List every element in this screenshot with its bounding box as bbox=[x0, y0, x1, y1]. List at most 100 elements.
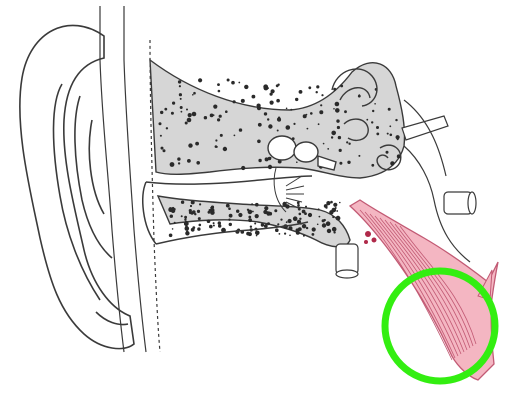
bone-pore bbox=[188, 143, 193, 148]
bone-pore bbox=[335, 108, 340, 113]
bone-pore bbox=[326, 201, 331, 206]
bone-pore bbox=[292, 216, 298, 221]
bone-pore bbox=[248, 218, 253, 223]
bone-pore bbox=[177, 80, 182, 84]
canal-upper-wall bbox=[145, 175, 313, 185]
bone-pore bbox=[178, 93, 182, 97]
bone-pore bbox=[217, 221, 221, 225]
bone-pore bbox=[160, 110, 164, 115]
bone-pore bbox=[285, 204, 290, 209]
bone-pore bbox=[184, 215, 188, 219]
bone-pore bbox=[298, 212, 302, 216]
bone-pore bbox=[275, 228, 279, 232]
bone-pore bbox=[358, 154, 361, 157]
bone-pore bbox=[277, 118, 281, 122]
bone-pore bbox=[169, 162, 175, 167]
bone-pore bbox=[173, 221, 176, 224]
bone-pore bbox=[264, 157, 269, 162]
bone-pore bbox=[210, 205, 215, 209]
stapes bbox=[317, 155, 337, 171]
bone-pore bbox=[357, 94, 361, 98]
bone-pore bbox=[331, 130, 337, 136]
bone-pore bbox=[336, 210, 339, 212]
bone-pore bbox=[208, 209, 212, 212]
bone-pore bbox=[316, 85, 320, 89]
bone-pore bbox=[168, 233, 173, 238]
incus-body bbox=[293, 141, 319, 163]
tube-opening-red-3 bbox=[364, 240, 368, 244]
bone-pore bbox=[177, 162, 181, 165]
cochlea bbox=[376, 144, 402, 171]
bone-pore bbox=[232, 100, 236, 104]
external-auditory-canal bbox=[142, 175, 313, 245]
tube-fiber bbox=[389, 221, 471, 349]
bone-pore bbox=[335, 215, 341, 221]
bone-pore bbox=[317, 123, 320, 126]
bone-pore bbox=[311, 227, 316, 232]
bone-pore bbox=[179, 97, 182, 100]
bone-pore bbox=[212, 114, 215, 116]
bone-pore bbox=[269, 100, 274, 105]
bone-pore bbox=[190, 200, 195, 205]
bone-pore bbox=[347, 160, 351, 164]
bone-pore bbox=[306, 127, 309, 130]
bone-pore bbox=[287, 218, 292, 224]
bone-pore bbox=[191, 111, 197, 117]
bone-pore bbox=[212, 222, 215, 225]
bone-pore bbox=[263, 209, 268, 215]
bone-pore bbox=[236, 209, 240, 213]
bone-pore bbox=[297, 204, 300, 207]
bone-pore bbox=[233, 134, 236, 137]
bone-pore bbox=[158, 122, 162, 126]
bone-pore bbox=[325, 221, 331, 226]
bone-pore bbox=[238, 81, 241, 84]
semicircular-canal-2 bbox=[339, 87, 371, 101]
bone-pore bbox=[254, 230, 260, 236]
bone-pore bbox=[288, 226, 293, 231]
bone-pore bbox=[285, 107, 288, 110]
bone-pore bbox=[225, 110, 228, 113]
bone-pore bbox=[180, 215, 183, 218]
bone-pore bbox=[209, 224, 213, 229]
bone-pore bbox=[198, 78, 203, 83]
bone-pore bbox=[184, 121, 188, 125]
bone-pore bbox=[277, 223, 280, 226]
bone-pore bbox=[284, 232, 287, 235]
bone-pore bbox=[171, 228, 174, 230]
temporal-bone bbox=[149, 58, 406, 248]
bone-pore bbox=[187, 159, 191, 163]
semicircular-canal bbox=[331, 68, 378, 107]
bone-pore bbox=[319, 110, 324, 115]
skin-layer bbox=[99, 6, 161, 353]
bone-pore bbox=[298, 90, 303, 94]
bone-pore bbox=[219, 133, 223, 137]
bone-pore bbox=[331, 207, 337, 213]
pinna-lobe-line bbox=[95, 311, 129, 326]
bone-pore bbox=[336, 119, 340, 123]
bone-pore bbox=[302, 234, 305, 237]
bone-pore bbox=[339, 201, 341, 204]
bone-pore bbox=[269, 156, 272, 159]
bone-pore bbox=[187, 113, 192, 118]
bone-pore bbox=[255, 234, 258, 237]
bone-pore bbox=[184, 226, 190, 231]
bone-pore bbox=[225, 203, 230, 208]
vestibulocochlear-nerve bbox=[401, 115, 449, 141]
bone-pore bbox=[340, 84, 344, 88]
tube-fibers bbox=[359, 209, 477, 361]
bone-pore bbox=[244, 84, 249, 90]
bone-pore bbox=[270, 89, 275, 94]
bone-pore bbox=[396, 138, 399, 141]
bone-pore bbox=[376, 132, 380, 136]
tube-fiber bbox=[384, 219, 468, 351]
bone-pore bbox=[346, 141, 349, 144]
bone-pore bbox=[276, 129, 279, 132]
bone-pore bbox=[371, 163, 375, 167]
bone-pore bbox=[311, 233, 315, 236]
bone-pore bbox=[196, 209, 201, 213]
bone-pore bbox=[254, 202, 259, 207]
bone-pore bbox=[180, 110, 183, 113]
bone-pore bbox=[387, 107, 391, 111]
